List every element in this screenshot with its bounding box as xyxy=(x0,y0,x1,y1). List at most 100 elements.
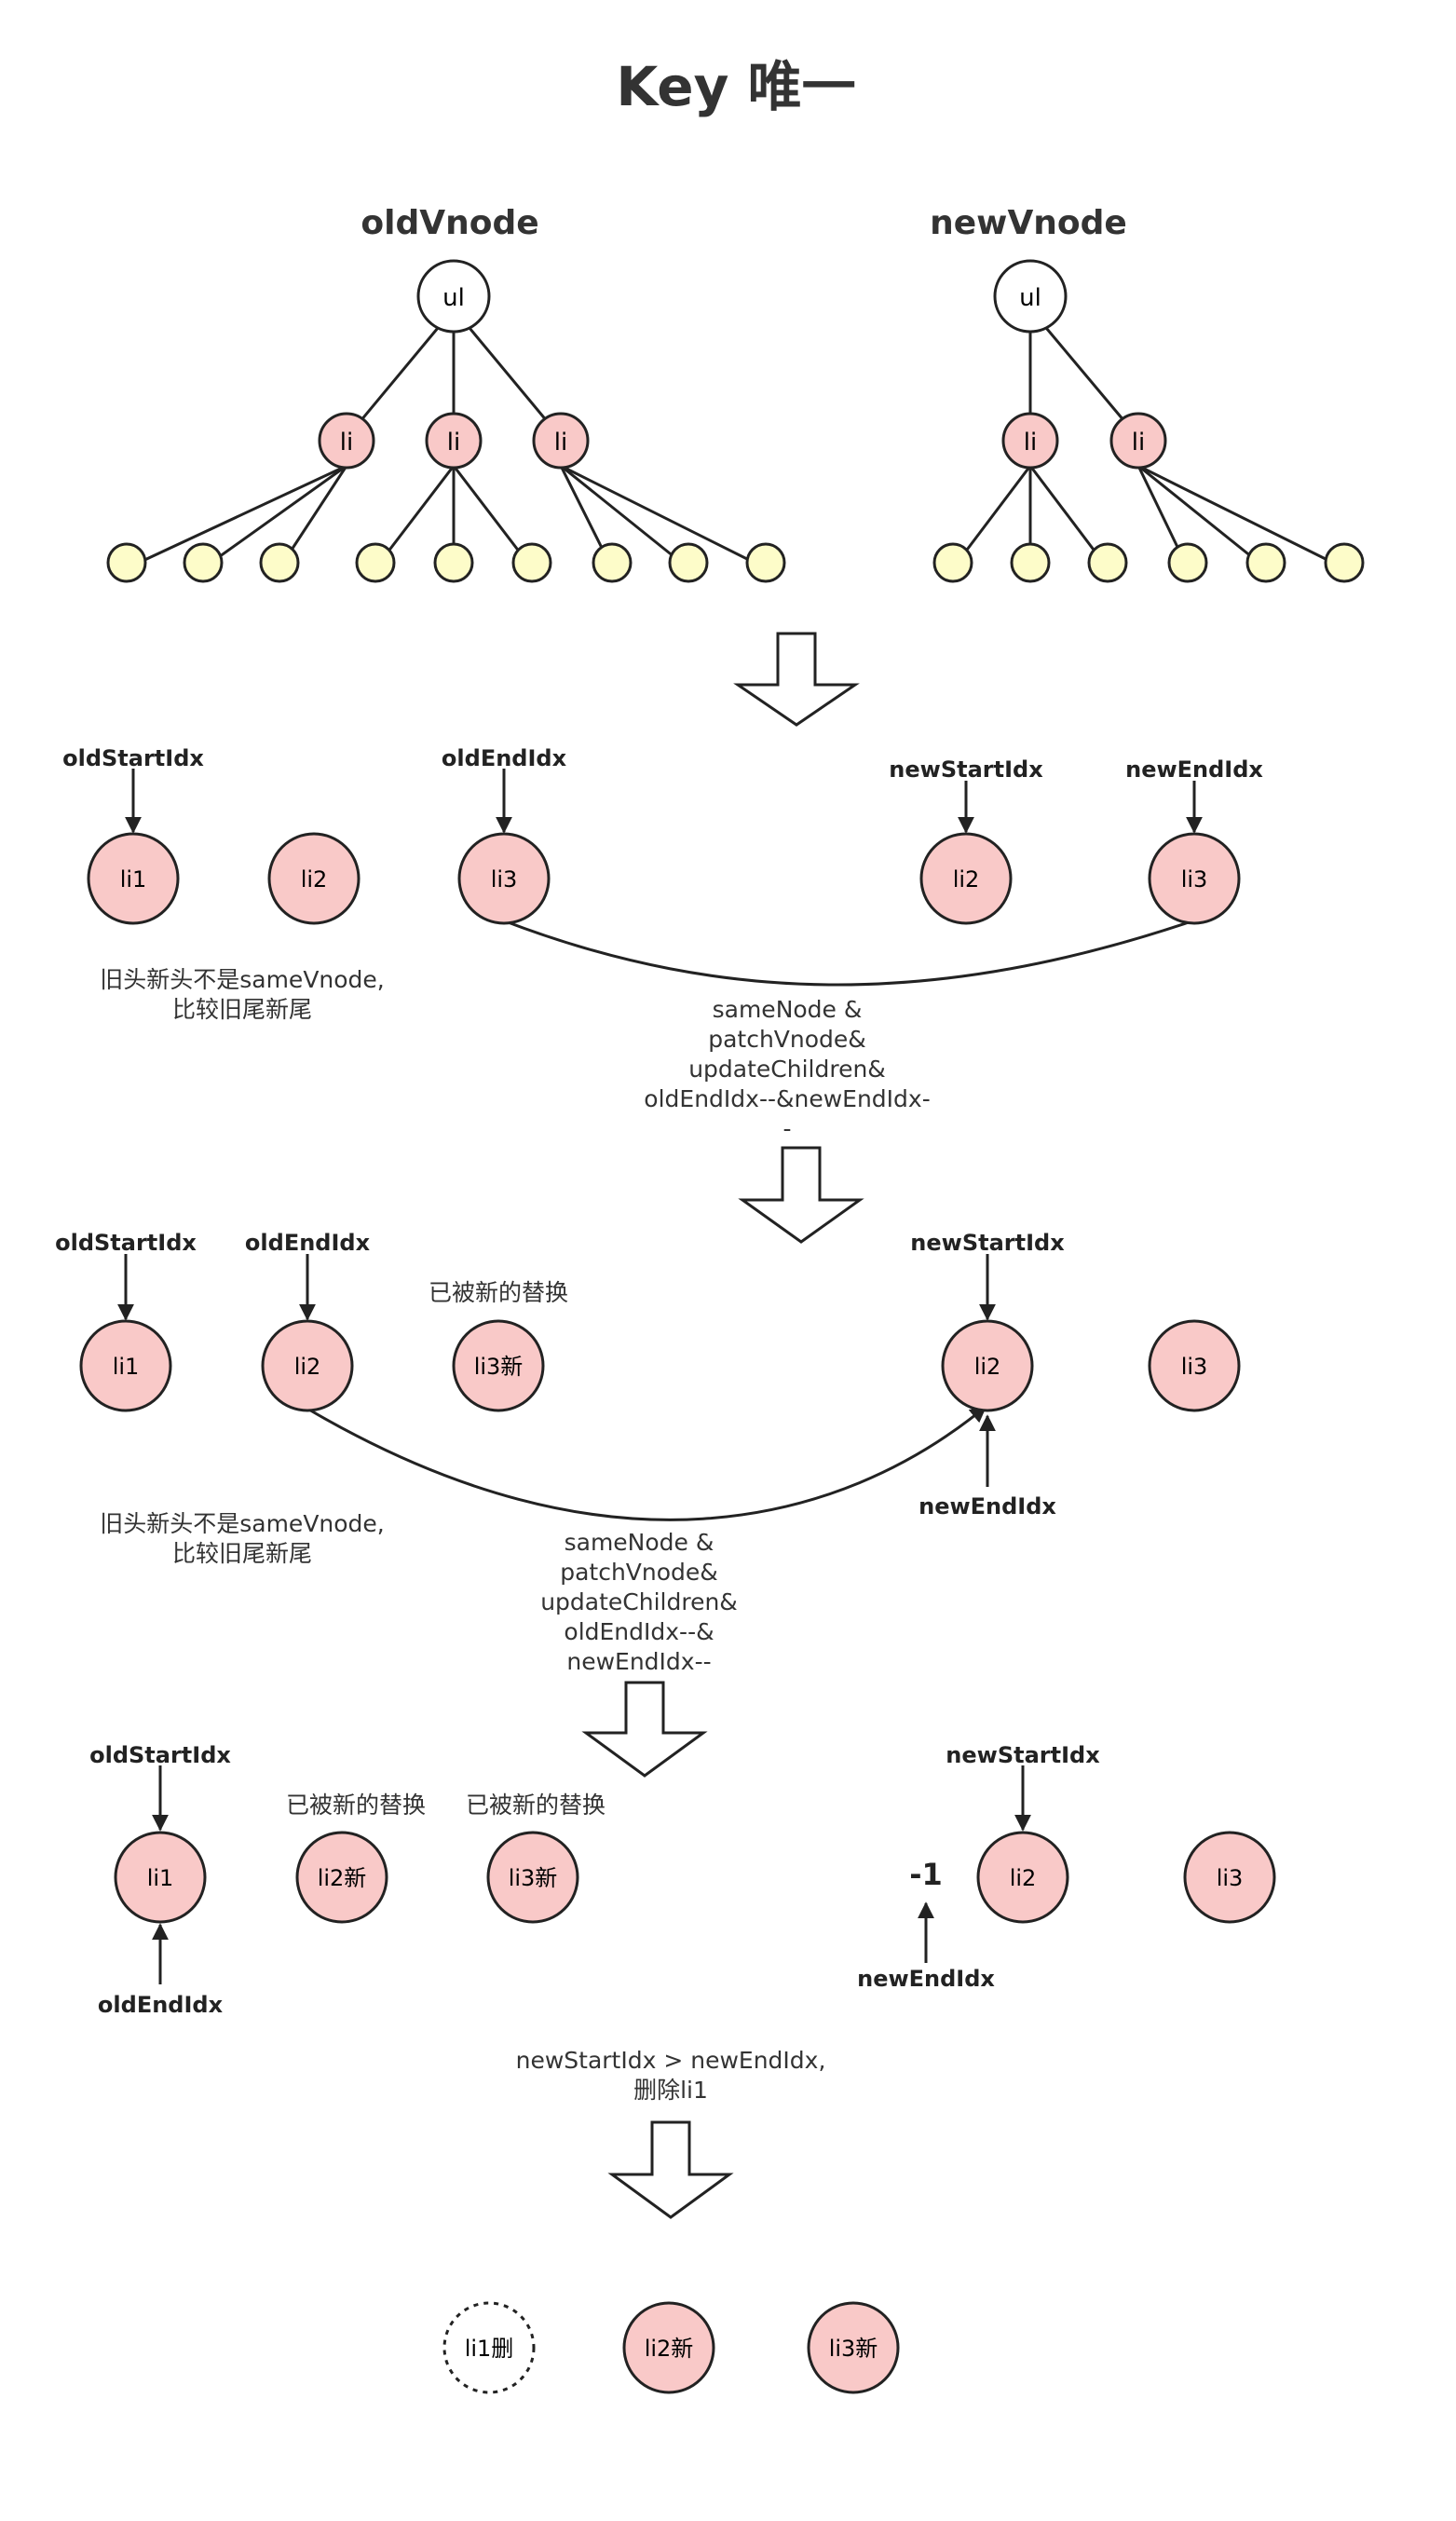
step2-old-node xyxy=(261,1319,354,1412)
step3-new-start-label: newStartIdx xyxy=(946,1742,1100,1768)
step3-replaced-label-1: 已被新的替换 xyxy=(285,1792,427,1819)
new-root-label: ul xyxy=(1019,284,1041,312)
step1-old-node-label: li3 xyxy=(491,866,518,893)
leaf-node xyxy=(259,542,300,583)
old-root-node xyxy=(416,259,491,334)
old-li-label: li xyxy=(554,429,567,457)
final-node-label: li1删 xyxy=(465,2336,514,2362)
step2-match-curve xyxy=(306,1405,987,1521)
step2-replaced-label: 已被新的替换 xyxy=(428,1279,569,1306)
step3-old-node-label: li3新 xyxy=(509,1865,558,1891)
tree-edges xyxy=(126,316,1345,570)
step3-old-end-label: oldEndIdx xyxy=(97,1992,224,2018)
flow-arrow-1 xyxy=(733,632,860,727)
leaf-node xyxy=(932,542,973,583)
step1-match-curve xyxy=(502,919,1195,987)
step3-old-start-label: oldStartIdx xyxy=(89,1742,231,1768)
step1-new-start-label: newStartIdx xyxy=(889,756,1043,783)
step2-new-node-label: li2 xyxy=(974,1354,1001,1380)
old-root-label: ul xyxy=(442,284,465,312)
step2-new-node-label: li3 xyxy=(1181,1354,1208,1380)
step2-old-start-label: oldStartIdx xyxy=(55,1230,197,1256)
tree-leaves xyxy=(106,542,1365,583)
leaf-node xyxy=(1087,542,1128,583)
step1-old-start-label: oldStartIdx xyxy=(62,745,204,771)
leaf-node xyxy=(183,542,224,583)
step2-old-node-label: li2 xyxy=(294,1354,321,1380)
step3-note-center: newStartIdx > newEndIdx,删除li1 xyxy=(515,2047,826,2104)
step1-old-end-label: oldEndIdx xyxy=(441,745,567,771)
step1-note-left: 旧头新头不是sameVnode,比较旧尾新尾 xyxy=(100,966,385,1023)
step2-new-end-label: newEndIdx xyxy=(919,1493,1056,1519)
final-state: li1删 li2新 li3新 xyxy=(442,2301,900,2394)
final-node-label: li3新 xyxy=(829,2336,878,2362)
step2: li1 li2 li3新 li2 li3 xyxy=(79,1254,1241,1521)
step1-old-node-label: li1 xyxy=(120,866,147,893)
step3-minus-one: -1 xyxy=(909,1857,943,1892)
leaf-node xyxy=(1245,542,1286,583)
final-node xyxy=(622,2301,715,2394)
leaf-node xyxy=(433,542,474,583)
step3-old-node xyxy=(486,1831,579,1924)
leaf-node xyxy=(1167,542,1208,583)
old-tree: ul li li li xyxy=(318,259,590,470)
step1-new-end-label: newEndIdx xyxy=(1125,756,1263,783)
leaf-node xyxy=(1010,542,1051,583)
step3: li1 li2新 li3新 li2 li3 xyxy=(114,1765,1276,1984)
step1-old-node xyxy=(267,832,361,925)
leaf-node xyxy=(745,542,786,583)
step3-replaced-label-2: 已被新的替换 xyxy=(465,1792,606,1819)
old-li-label: li xyxy=(447,429,460,457)
step2-new-node xyxy=(1148,1319,1241,1412)
old-li-label: li xyxy=(340,429,353,457)
old-tree-title: oldVnode xyxy=(361,204,539,242)
step2-old-end-label: oldEndIdx xyxy=(244,1230,371,1256)
new-li-node xyxy=(1109,412,1167,470)
new-li-label: li xyxy=(1024,429,1037,457)
leaf-node xyxy=(106,542,147,583)
step1: li1 li2 li3 li2 li3 xyxy=(87,769,1241,987)
leaf-node xyxy=(668,542,709,583)
old-li-node xyxy=(318,412,375,470)
step1-old-node-label: li2 xyxy=(301,866,328,893)
step1-note-center: sameNode &patchVnode&updateChildren&oldE… xyxy=(644,996,931,1142)
step1-new-node-label: li3 xyxy=(1181,866,1208,893)
step2-old-node xyxy=(79,1319,172,1412)
new-root-node xyxy=(993,259,1068,334)
step1-new-node-label: li2 xyxy=(953,866,980,893)
old-li-node xyxy=(532,412,590,470)
step1-old-node xyxy=(457,832,551,925)
old-li-node xyxy=(425,412,483,470)
step3-new-node xyxy=(976,1831,1069,1924)
new-tree-title: newVnode xyxy=(930,204,1127,242)
step2-old-node-label: li1 xyxy=(113,1354,140,1380)
step2-old-node-label: li3新 xyxy=(474,1354,524,1380)
flow-arrow-2 xyxy=(738,1146,864,1244)
new-tree: ul li li xyxy=(993,259,1167,470)
page-title: Key 唯一 xyxy=(616,55,856,118)
step3-old-node xyxy=(295,1831,388,1924)
final-node xyxy=(807,2301,900,2394)
step3-new-node-label: li3 xyxy=(1217,1865,1244,1891)
leaf-node xyxy=(511,542,552,583)
step3-old-node xyxy=(114,1831,207,1924)
step1-old-node xyxy=(87,832,180,925)
flow-arrow-4 xyxy=(607,2120,734,2219)
new-li-node xyxy=(1001,412,1059,470)
leaf-node xyxy=(592,542,633,583)
final-node-label: li2新 xyxy=(645,2336,694,2362)
step2-old-node xyxy=(452,1319,545,1412)
leaf-node xyxy=(355,542,396,583)
step2-new-start-label: newStartIdx xyxy=(910,1230,1065,1256)
leaf-node xyxy=(1324,542,1365,583)
flow-arrows xyxy=(581,632,864,2219)
final-deleted-node xyxy=(442,2301,536,2394)
flow-arrow-3 xyxy=(581,1681,708,1778)
step2-new-node xyxy=(941,1319,1034,1412)
step2-note-left: 旧头新头不是sameVnode,比较旧尾新尾 xyxy=(100,1510,385,1567)
new-li-label: li xyxy=(1132,429,1145,457)
step1-new-node xyxy=(919,832,1013,925)
step1-new-node xyxy=(1148,832,1241,925)
